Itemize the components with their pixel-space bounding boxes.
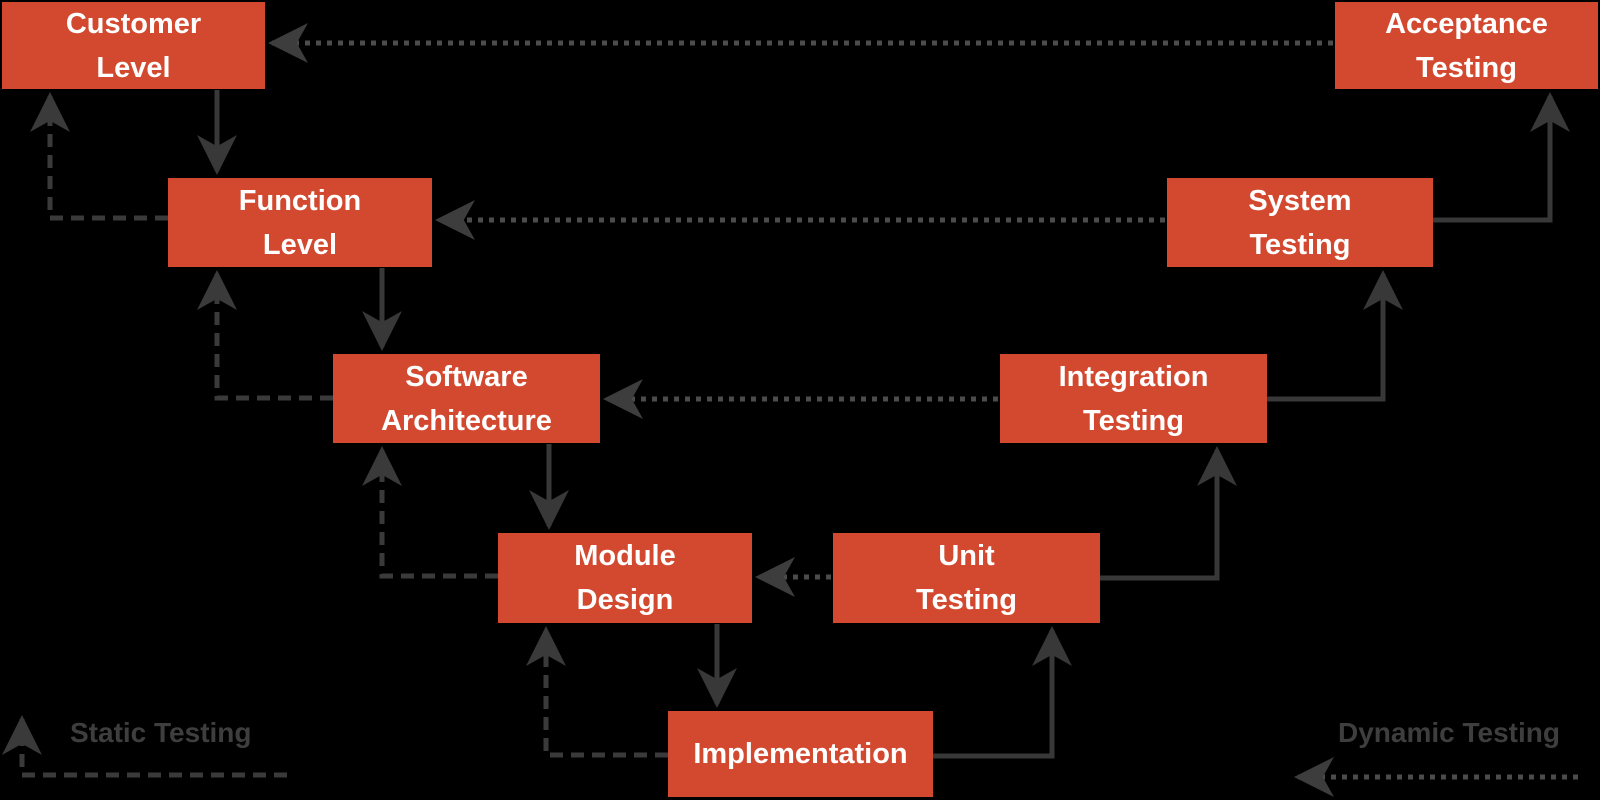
- arrow-function-to-customer-feedback: [29, 92, 168, 221]
- legend-static-arrow: [1, 715, 287, 778]
- arrow-system-to-acceptance: [1433, 92, 1570, 223]
- arrow-software-to-function-feedback: [197, 270, 333, 401]
- node-unit-testing: Unit Testing: [833, 533, 1100, 623]
- node-customer-level: Customer Level: [2, 2, 265, 89]
- legend-dynamic-testing-label: Dynamic Testing: [1338, 717, 1560, 748]
- node-implementation: Implementation: [668, 711, 933, 797]
- arrow-implementation-to-module-feedback: [526, 626, 668, 758]
- node-module-design: Module Design: [498, 533, 752, 623]
- node-acceptance-testing: Acceptance Testing: [1335, 2, 1598, 89]
- node-function-level: Function Level: [168, 178, 432, 267]
- arrow-module-to-software-feedback: [362, 446, 498, 579]
- legend-static-testing-label: Static Testing: [70, 717, 252, 748]
- arrow-integration-to-system: [1267, 270, 1403, 402]
- node-software-architecture: Software Architecture: [333, 354, 600, 443]
- node-integration-testing: Integration Testing: [1000, 354, 1267, 443]
- arrow-implementation-to-unit: [933, 626, 1072, 759]
- node-system-testing: System Testing: [1167, 178, 1433, 267]
- arrow-unit-to-integration: [1100, 446, 1237, 581]
